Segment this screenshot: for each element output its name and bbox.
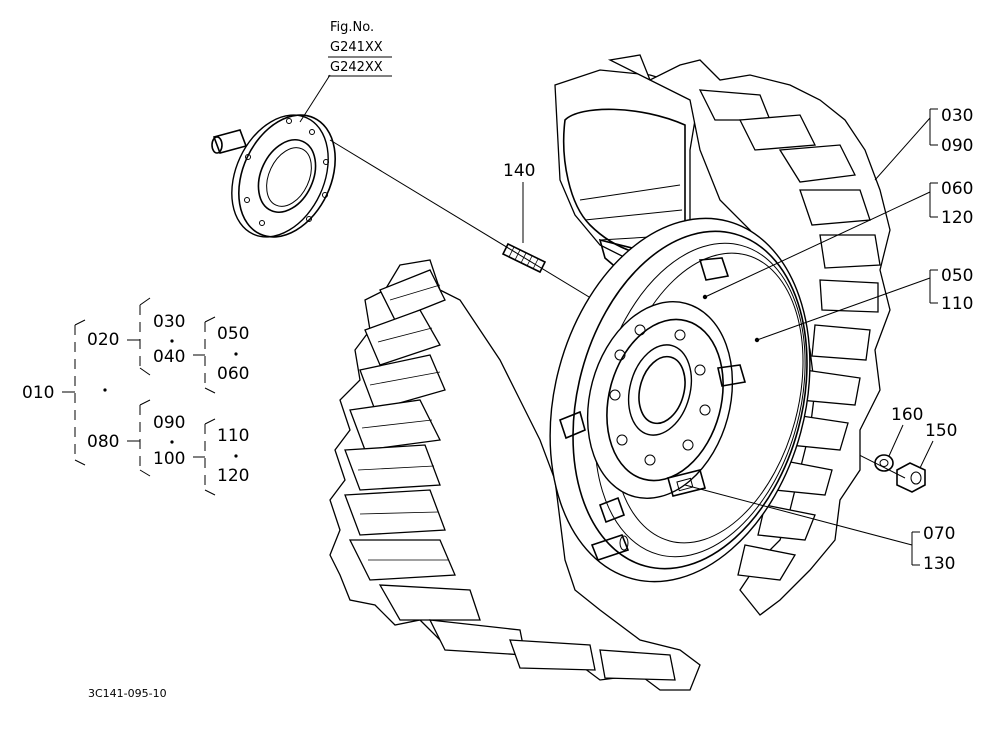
tree-080: 080: [87, 432, 119, 452]
callout-leaders: [676, 108, 938, 566]
callout-140: 140: [503, 161, 535, 181]
stud-bolt-140: [501, 182, 547, 274]
parts-structure-tree: 010 020 030 040 050 060 080 090 100: [22, 297, 249, 496]
fig-number-1: G241XX: [330, 40, 383, 55]
callout-160: 160: [891, 405, 923, 425]
callout-090: 090: [941, 136, 973, 156]
tire-rear-left: [329, 259, 701, 691]
callout-110: 110: [941, 294, 973, 314]
callout-150: 150: [925, 421, 957, 441]
washer-160: [874, 454, 894, 472]
figure-number-block: Fig.No. G241XX G242XX: [328, 20, 392, 77]
drawing-code: 3C141-095-10: [88, 687, 167, 700]
tree-030: 030: [153, 312, 185, 332]
tree-100: 100: [153, 449, 185, 469]
tree-040: 040: [153, 347, 185, 367]
callout-050: 050: [941, 266, 973, 286]
tree-110: 110: [217, 426, 249, 446]
callout-030: 030: [941, 106, 973, 126]
tire-rear-right: [607, 54, 891, 616]
tree-120: 120: [217, 466, 249, 486]
wheel-rim: [549, 217, 811, 583]
tree-050: 050: [217, 324, 249, 344]
tree-060: 060: [217, 364, 249, 384]
nut-150: [896, 462, 926, 493]
tree-090: 090: [153, 413, 185, 433]
tree-010: 010: [22, 383, 54, 403]
fig-heading: Fig.No.: [330, 20, 374, 35]
callout-labels: 030 090 060 120 050 110 070 130 140 160 …: [503, 106, 973, 574]
callout-120: 120: [941, 208, 973, 228]
callout-130: 130: [923, 554, 955, 574]
fig-number-2: G242XX: [330, 60, 383, 75]
tree-020: 020: [87, 330, 119, 350]
callout-070: 070: [923, 524, 955, 544]
callout-060: 060: [941, 179, 973, 199]
axle-hub-flange: [211, 114, 336, 238]
